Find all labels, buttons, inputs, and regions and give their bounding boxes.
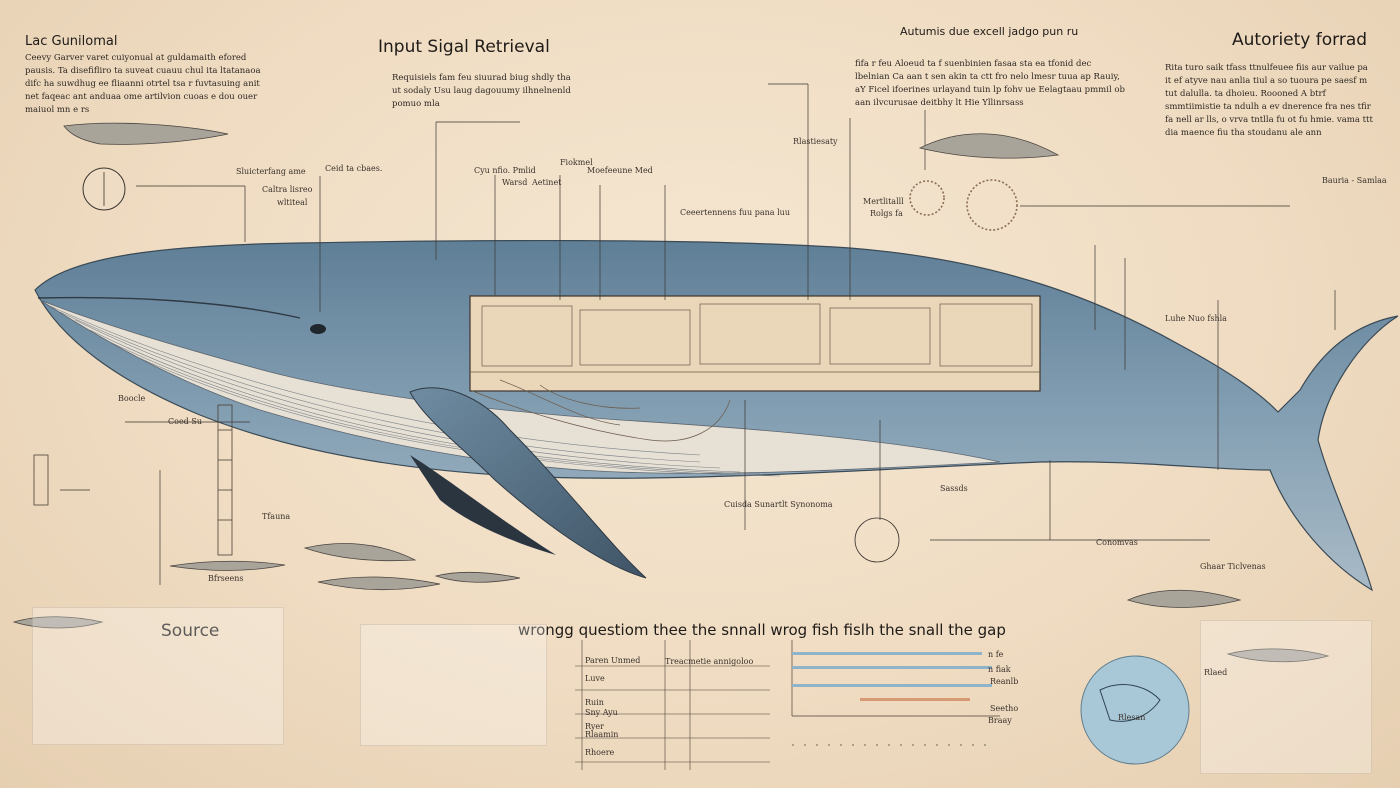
chart-label: Reanlb [990,677,1019,686]
label-13: Rolgs fa [870,209,903,218]
chart-label: n fiak [988,665,1011,674]
chart-label: n fe [988,650,1004,659]
label-10: Ceeertennens fuu pana luu [680,208,790,217]
label-1: Sluicterfang ame [236,167,306,176]
bar-chart-axes [791,640,1000,746]
map-panel-right [1200,620,1372,774]
heading-bottom-center: wrongg questiom thee the snnall wrog fis… [518,621,1006,639]
whale-eye [310,324,326,334]
label-25: Rlesan [1118,713,1146,722]
bottom-table [575,640,770,770]
fish-icons [12,122,1330,663]
throat-grooves [49,305,781,477]
bar-chart-bars [792,652,992,701]
label-23: Ghaar Ticlvenas [1200,562,1266,571]
chart-bar [792,652,982,655]
label-17: Boocle [118,394,146,403]
label-5: Cyu nfio. Pmlid [474,166,536,175]
leader-lines [60,83,1336,585]
label-3: wltiteal [277,198,308,207]
label-24: Rlaed [1204,668,1228,677]
label-12: Mertlitalll [863,197,904,206]
map-panel [360,624,547,746]
table-row: Ryer [585,722,604,731]
measure-ruler [33,404,233,556]
mouth-line [37,296,301,319]
label-6: Warsd [502,178,528,187]
label-14: Bauria - Samlaa [1322,176,1387,185]
note-top-center: fifa r feu Aloeud ta f suenbinien fasaa … [855,59,1125,108]
label-2: Caltra lisreo [262,185,313,194]
chart-bar [792,684,992,687]
whale-body [34,239,1399,592]
label-16: Cuisda Sunartlt Synonoma [724,500,833,509]
globe-map [1080,655,1190,765]
heading-top-center: Autumis due excell jadgo pun ru [900,25,1079,38]
table-header-2: Treacmetie annigoloo [665,657,754,666]
whale-belly [39,299,1001,474]
label-22: Conomvas [1096,538,1138,547]
chart-label: Seetho [990,704,1019,713]
interior-structure [469,303,1040,442]
table-row: Sny Ayu [585,708,618,717]
compass [854,517,900,563]
label-11: Rlastiesaty [793,137,838,146]
label-21: Sassds [940,484,968,493]
chart-bar [860,698,970,701]
heading-top-right: Autoriety forrad [1232,30,1368,50]
table-row: Rlaamin [585,730,619,739]
table-header-1: Paren Unmed [585,656,641,665]
label-9: Moefeeune Med [587,166,653,175]
heading-source: Source [161,621,220,641]
label-4: Ceid ta cbaes. [325,164,383,173]
label-20: Bfrseens [208,574,244,583]
label-7: Aetinet [532,178,562,187]
note-input: Requisiels fam feu siuurad biug shdly th… [392,73,571,109]
shadow-flipper [410,455,556,555]
pectoral-flipper [409,387,647,579]
interior-cutaway [469,295,1041,392]
heading-input-signal: Input Sigal Retrieval [378,37,550,57]
chart-label: Braay [988,716,1012,725]
label-8: Fiokmel [560,158,593,167]
rosette-1 [909,180,945,216]
note-top-right: Rita turo saik tfass ttnulfeuee fiis aur… [1165,63,1373,138]
note-top-left: Ceevy Garver varet cuiyonual at guldamai… [25,53,261,115]
label-18: Coed Su [168,417,202,426]
rosette-2 [966,179,1018,231]
table-row: Rhoere [585,748,615,757]
label-15: Luhe Nuo fshla [1165,314,1227,323]
table-row: Luve [585,674,605,683]
table-row: Ruin [585,698,604,707]
chart-bar [792,666,992,669]
heading-top-left: Lac Gunilomal [25,34,118,49]
label-19: Tfauna [262,512,291,521]
source-panel [32,607,284,745]
